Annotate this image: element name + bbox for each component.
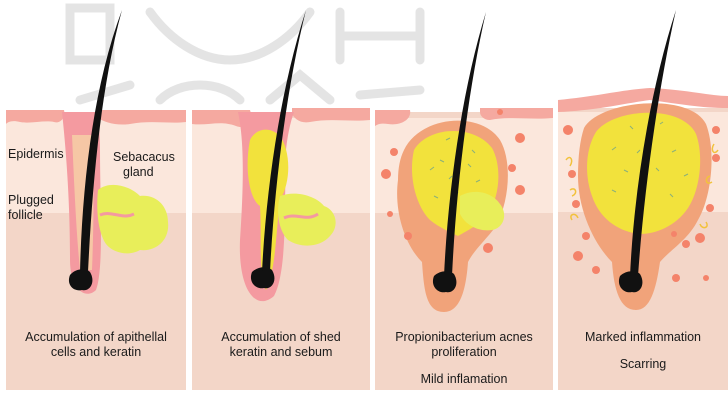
university-watermark-logo	[70, 8, 420, 100]
panel-4-caption-line1: Marked inflammation	[558, 330, 728, 345]
panel-1-caption-line1: Accumulation of apithellal	[6, 330, 186, 345]
panel-3-caption-line2: proliferation	[375, 345, 553, 360]
panel-1-caption-line2: cells and keratin	[6, 345, 186, 360]
plugged-follicle-label-line1: Plugged	[8, 193, 54, 208]
panel-3-caption-line1: Propionibacterium acnes	[375, 330, 553, 345]
panel-2-caption: Accumulation of shed keratin and sebum	[192, 330, 370, 360]
plugged-follicle-label-line2: follicle	[8, 208, 43, 223]
epidermis-label: Epidermis	[8, 147, 64, 162]
panel-2-caption-line1: Accumulation of shed	[192, 330, 370, 345]
panel-4-caption-line3: Scarring	[558, 357, 728, 372]
sebaceous-gland-label-line2: gland	[123, 165, 154, 180]
sebaceous-gland-label-line1: Sebacacus	[113, 150, 175, 165]
panel-1-caption: Accumulation of apithellal cells and ker…	[6, 330, 186, 360]
panel-3-caption: Propionibacterium acnes proliferation Mi…	[375, 330, 553, 387]
panel-4-caption: Marked inflammation Scarring	[558, 330, 728, 372]
panel-3-caption-line3: Mild inflamation	[375, 372, 553, 387]
panel-2-caption-line2: keratin and sebum	[192, 345, 370, 360]
